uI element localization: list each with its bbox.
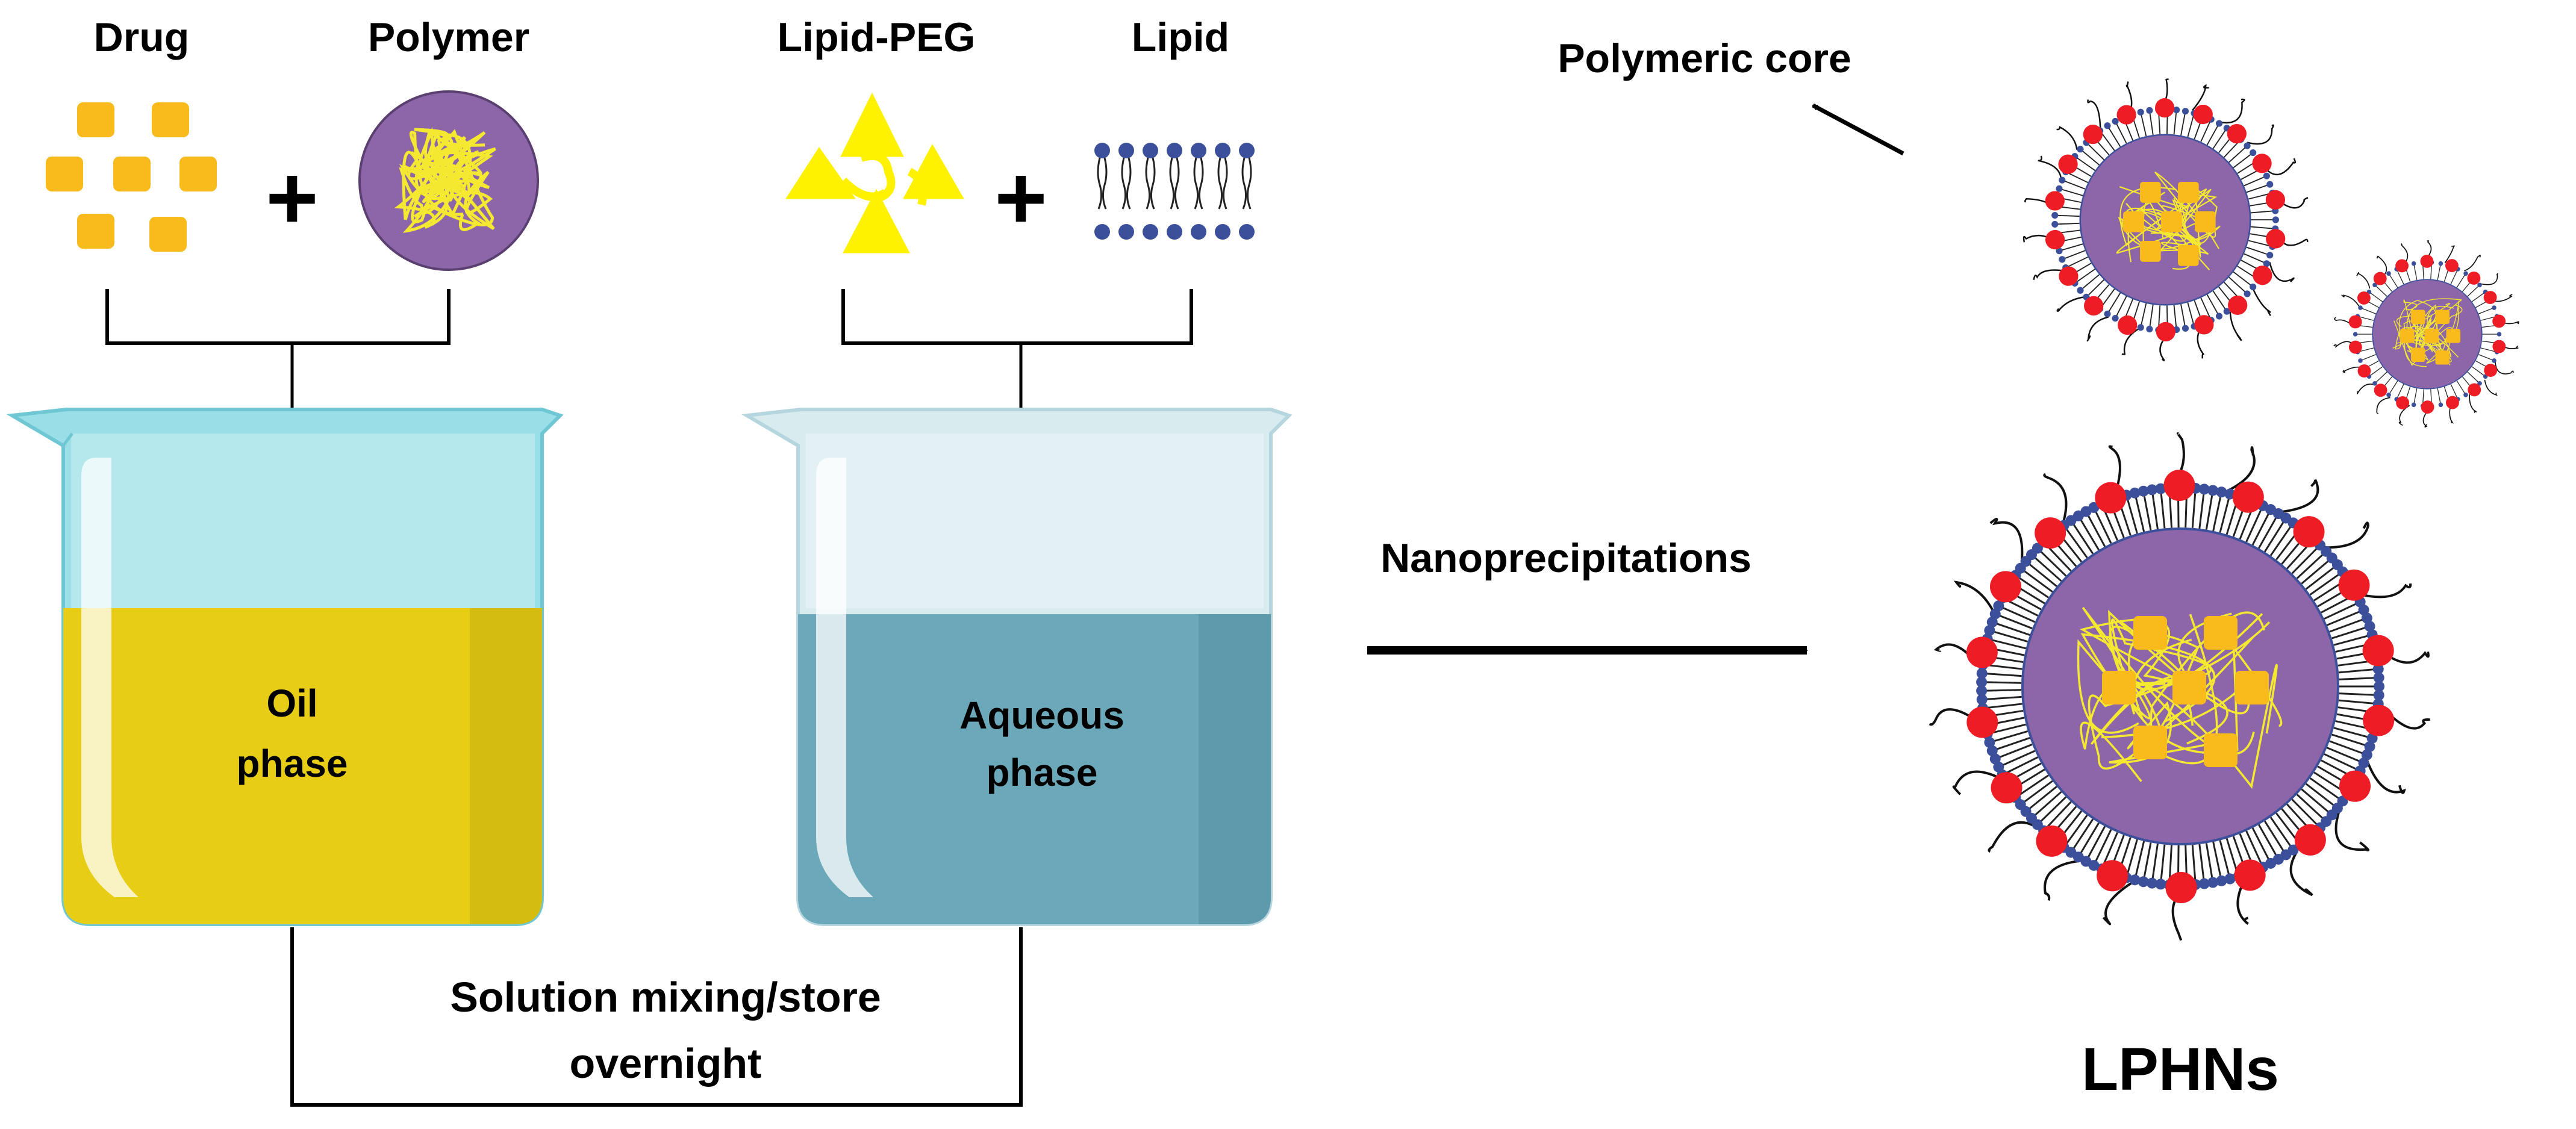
aqueous-phase-beaker — [741, 408, 1293, 926]
bracket-oil — [105, 289, 451, 345]
lphn-nanoparticle-small — [2333, 240, 2519, 428]
aqueous-phase-label-line1: Aqueous — [959, 694, 1124, 737]
lphn-nanoparticle-large — [1929, 432, 2430, 941]
mixing-label-line2: overnight — [570, 1040, 762, 1087]
oil-phase-label-line1: Oil — [266, 682, 317, 725]
lphn-nanoparticle-medium — [2022, 78, 2309, 362]
polymeric-core-label: Polymeric core — [1558, 36, 1851, 81]
oil-phase-label-line2: phase — [237, 742, 348, 785]
polymeric-core-pointer — [1812, 103, 1904, 156]
lipid-label: Lipid — [1132, 14, 1229, 60]
drug-icon — [46, 102, 217, 252]
oil-phase-beaker — [6, 408, 564, 926]
polymer-icon — [358, 90, 539, 271]
lipid-peg-icon — [785, 92, 964, 253]
mixing-bracket — [290, 927, 1023, 1107]
aqueous-phase-label-line2: phase — [987, 751, 1098, 794]
lipid-peg-label: Lipid-PEG — [778, 14, 976, 60]
drug-label: Drug — [94, 14, 190, 60]
plus-sign-1: + — [266, 147, 319, 248]
nanoprecipitation-label: Nanoprecipitations — [1380, 535, 1751, 581]
polymer-label: Polymer — [368, 14, 529, 60]
lphn-label: LPHNs — [2082, 1036, 2279, 1103]
plus-sign-2: + — [994, 147, 1047, 248]
mixing-label-line1: Solution mixing/store — [450, 974, 881, 1021]
lipid-bilayer-icon — [1094, 143, 1255, 240]
bracket-aqueous — [841, 289, 1193, 345]
